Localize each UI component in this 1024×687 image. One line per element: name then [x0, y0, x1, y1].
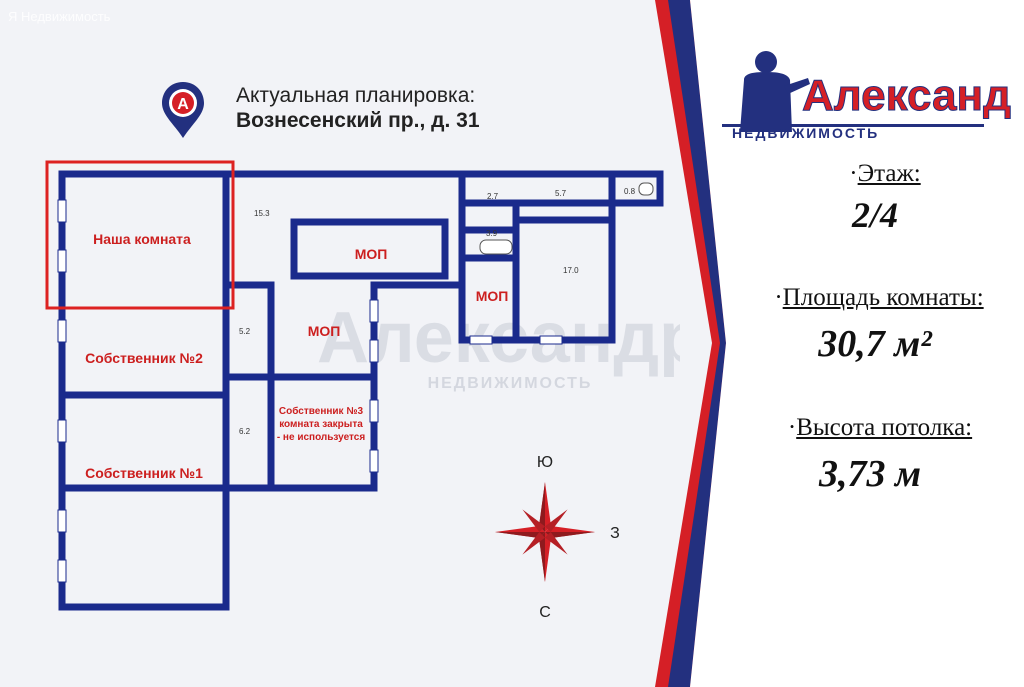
ceiling-height-label: Высота потолка: [796, 414, 973, 441]
plan-watermark-sub: НЕДВИЖИМОСТЬ [428, 375, 593, 392]
compass-north: Ю [537, 454, 553, 471]
area-label: 17.0 [563, 266, 579, 275]
brand-name: Александр [802, 71, 1012, 120]
floor-label: Этаж: [857, 160, 921, 187]
room-area-value: 30,7 м² [818, 323, 932, 365]
height-label-wrap: ·Высота потолка: [787, 414, 973, 441]
floor-label-wrap: ·Этаж: [849, 160, 921, 187]
area-label: 3.9 [486, 229, 498, 238]
area-label: 5.2 [239, 327, 251, 336]
plan-subtitle: Актуальная планировка: [236, 84, 476, 107]
area-label: 2.7 [487, 192, 499, 201]
bathtub-icon [479, 239, 513, 255]
room-mop-3: МОП [476, 288, 509, 304]
brand-logo: Александр НЕДВИЖИМОСТЬ [722, 51, 1012, 141]
info-panel-bg [690, 0, 1024, 687]
room-owner-3-line3: - не используется [277, 432, 366, 443]
room-mop-1: МОП [355, 246, 388, 262]
area-label: 5.7 [555, 189, 567, 198]
our-room-highlight [45, 160, 235, 310]
area-label: 6.2 [239, 427, 251, 436]
location-pin-icon: А [162, 82, 204, 138]
room-our-room: Наша комната [93, 231, 191, 247]
room-owner-2: Собственник №2 [85, 350, 203, 366]
plan-walls [58, 170, 664, 611]
area-label: 15.3 [254, 209, 270, 218]
source-watermark: Я Недвижимость [8, 9, 111, 24]
room-area-label: Площадь комнаты: [782, 284, 984, 311]
area-label: 0.8 [624, 187, 636, 196]
compass-rose-icon: Ю С В З [495, 454, 620, 621]
room-mop-2: МОП [308, 323, 341, 339]
ceiling-height-value: 3,73 м [818, 453, 922, 495]
plan-windows [57, 199, 563, 583]
compass-east: З [610, 525, 620, 542]
area-label-wrap: ·Площадь комнаты: [774, 284, 984, 311]
brand-sub: НЕДВИЖИМОСТЬ [732, 125, 879, 141]
room-owner-3-line2: комната закрыта [279, 419, 363, 430]
presenter-figure-icon [740, 51, 810, 132]
floor-value: 2/4 [851, 195, 898, 235]
floor-plan: Александр НЕДВИЖИМОСТЬ [45, 160, 680, 611]
pin-letter: А [177, 96, 189, 113]
room-owner-3-line1: Собственник №3 [279, 405, 364, 417]
toilet-icon [638, 182, 654, 196]
plan-address: Вознесенский пр., д. 31 [236, 109, 480, 132]
room-owner-1: Собственник №1 [85, 465, 203, 481]
compass-south: С [539, 604, 551, 621]
navy-chevron-band [668, 0, 726, 687]
